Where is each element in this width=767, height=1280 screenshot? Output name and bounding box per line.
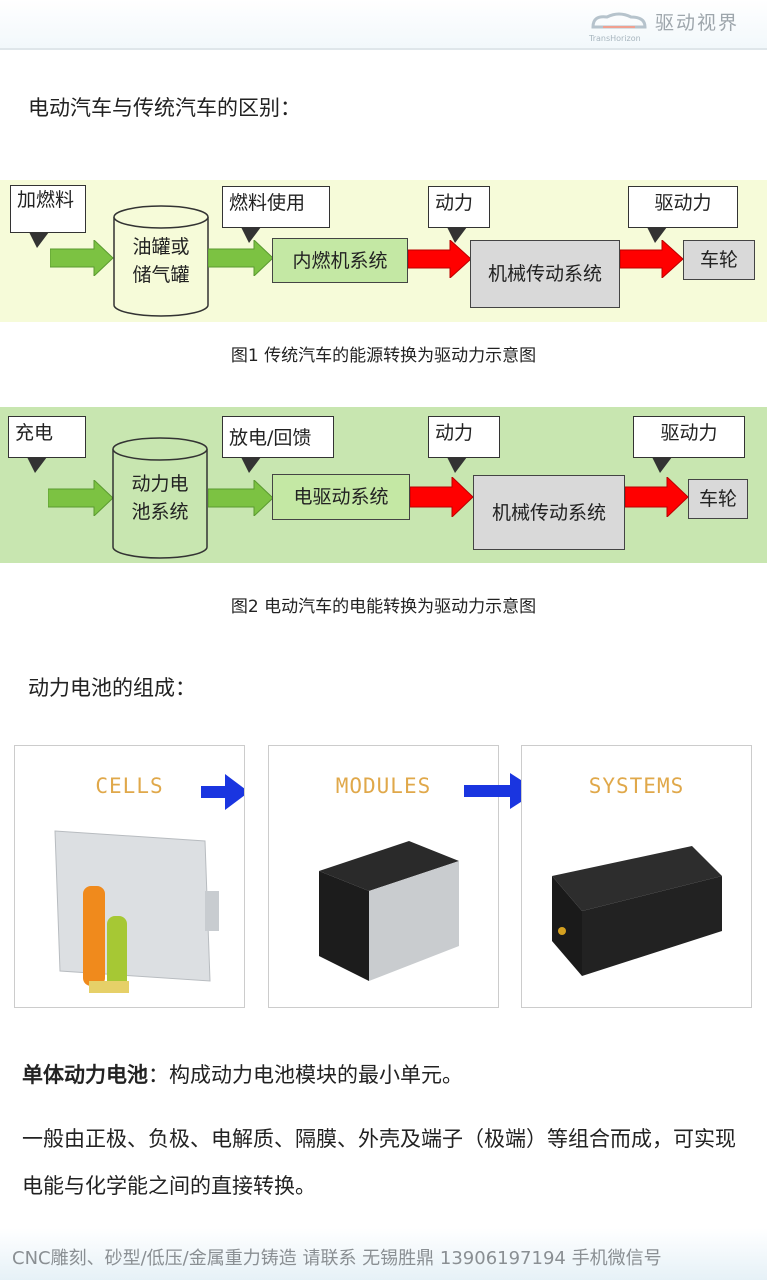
header-bar: TransHorizon 驱动视界 bbox=[0, 0, 767, 50]
paragraph-single-cell: 单体动力电池：构成动力电池模块的最小单元。 bbox=[22, 1052, 752, 1099]
green-arrow-icon bbox=[48, 480, 114, 516]
term-single-cell: 单体动力电池 bbox=[22, 1063, 148, 1087]
callout-power: 动力 bbox=[428, 186, 490, 243]
blue-arrow-icon bbox=[464, 773, 540, 813]
battery-label: 动力电池系统 bbox=[131, 473, 189, 523]
green-arrow-icon bbox=[208, 480, 274, 516]
caption-fig2: 图2 电动汽车的电能转换为驱动力示意图 bbox=[230, 597, 537, 617]
tank-cylinder: 油罐或储气罐 bbox=[113, 205, 209, 317]
car-cloud-logo-icon bbox=[591, 12, 647, 28]
blue-arrow-icon bbox=[201, 774, 244, 810]
label-cells: CELLS bbox=[95, 774, 164, 798]
green-arrow-icon bbox=[208, 240, 274, 276]
transmission-box: 机械传动系统 bbox=[470, 240, 620, 308]
tank-label: 油罐或储气罐 bbox=[132, 236, 190, 286]
callout-drive-force: 驱动力 bbox=[628, 186, 738, 243]
footer-ad: CNC雕刻、砂型/低压/金属重力铸造 请联系 无锡胜鼎 13906197194 … bbox=[0, 1228, 767, 1280]
logo-en: TransHorizon bbox=[588, 34, 641, 43]
red-arrow-icon bbox=[620, 240, 684, 278]
wheel-box: 车轮 bbox=[683, 240, 755, 280]
battery-cylinder: 动力电池系统 bbox=[112, 437, 208, 559]
wheel-box: 车轮 bbox=[688, 479, 748, 519]
transmission-box: 机械传动系统 bbox=[473, 475, 625, 550]
callout-refuel: 加燃料 bbox=[10, 185, 86, 248]
panel-systems: SYSTEMS bbox=[521, 745, 752, 1008]
callout-discharge: 放电/回馈 bbox=[222, 416, 334, 473]
callout-charge: 充电 bbox=[8, 416, 86, 473]
heading-battery-composition: 动力电池的组成： bbox=[28, 676, 196, 700]
logo-cn: 驱动视界 bbox=[654, 12, 739, 34]
label-systems: SYSTEMS bbox=[588, 774, 685, 798]
label-modules: MODULES bbox=[335, 774, 432, 798]
panel-cells: CELLS bbox=[14, 745, 245, 1008]
callout-power: 动力 bbox=[428, 416, 500, 473]
paragraph-composition: 一般由正极、负极、电解质、隔膜、外壳及端子（极端）等组合而成，可实现电能与化学能… bbox=[22, 1127, 736, 1198]
red-arrow-icon bbox=[408, 240, 472, 278]
panel-modules: MODULES bbox=[268, 745, 499, 1008]
motor-box: 电驱动系统 bbox=[272, 474, 410, 520]
diagram-traditional: 加燃料 油罐或储气罐 燃料使用 内燃机系统 动力 机械传动系统 驱动力 车轮 bbox=[0, 180, 767, 322]
diagram-electric: 充电 动力电池系统 放电/回馈 电驱动系统 动力 机械传动系统 驱动力 车轮 bbox=[0, 407, 767, 563]
cells-image bbox=[54, 830, 219, 993]
red-arrow-icon bbox=[625, 477, 689, 517]
red-arrow-icon bbox=[410, 477, 474, 517]
caption-fig1: 图1 传统汽车的能源转换为驱动力示意图 bbox=[230, 346, 537, 366]
callout-fuel-use: 燃料使用 bbox=[222, 186, 330, 243]
module-image bbox=[319, 841, 459, 981]
green-arrow-icon bbox=[50, 240, 114, 276]
system-image bbox=[552, 846, 722, 976]
heading-difference: 电动汽车与传统汽车的区别： bbox=[28, 96, 301, 120]
logo: TransHorizon 驱动视界 bbox=[589, 8, 739, 43]
engine-box: 内燃机系统 bbox=[272, 238, 408, 283]
callout-drive-force: 驱动力 bbox=[633, 416, 745, 473]
definition-single-cell: ：构成动力电池模块的最小单元。 bbox=[148, 1063, 463, 1087]
